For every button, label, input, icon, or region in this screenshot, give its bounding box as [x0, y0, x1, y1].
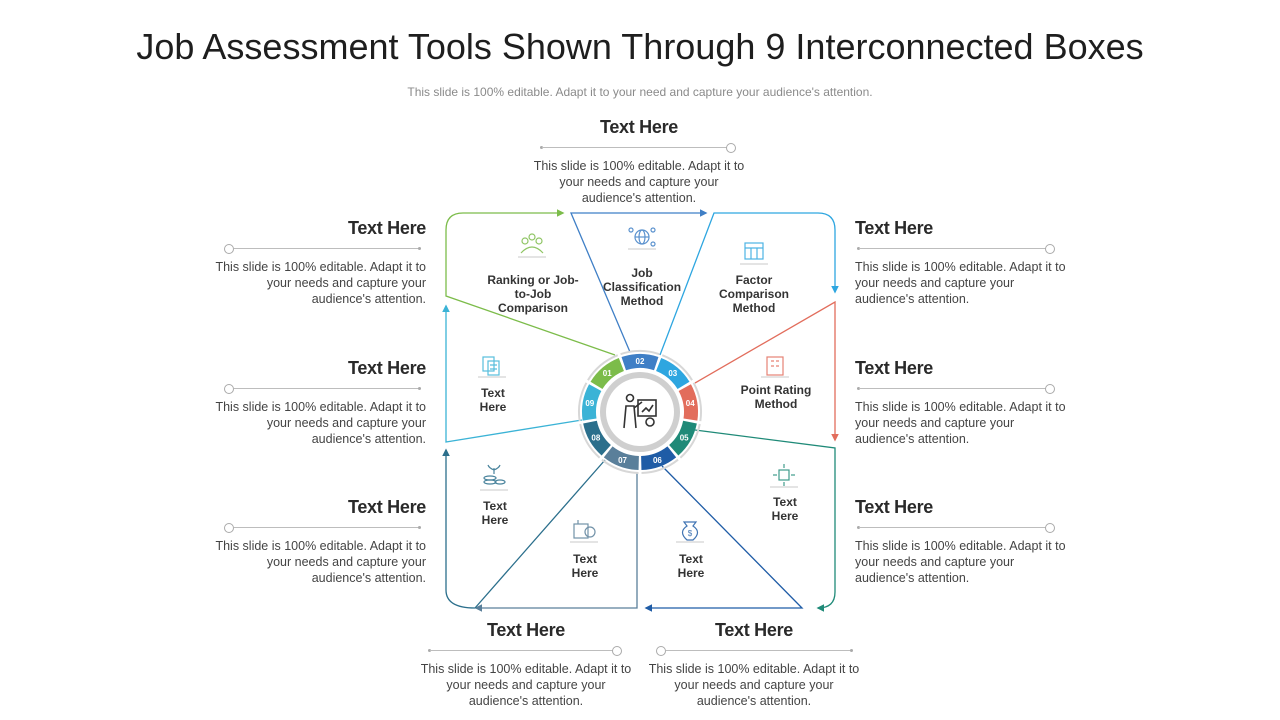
callout-right-3: Text Here This slide is 100% editable. A…: [855, 497, 1073, 586]
callout-heading: Text Here: [347, 218, 426, 238]
ring-outline-06: [641, 458, 679, 474]
segment-number-06: 06: [653, 456, 662, 465]
callout-heading: Text Here: [347, 358, 426, 378]
callout-description: This slide is 100% editable. Adapt it to…: [855, 260, 1066, 306]
callout-description: This slide is 100% editable. Adapt it to…: [855, 400, 1066, 446]
connector-04: [694, 300, 839, 442]
globe-network-icon: [628, 227, 656, 250]
callout-description: This slide is 100% editable. Adapt it to…: [533, 159, 745, 205]
ring-outline-05: [679, 423, 701, 459]
connector-09: [442, 304, 583, 443]
callout-description: This slide is 100% editable. Adapt it to…: [215, 260, 426, 306]
ring-segment-01: [590, 358, 624, 390]
callout-heading: Text Here: [486, 620, 565, 640]
segment-label-01: Ranking or Job-to-Job Comparison: [487, 273, 579, 315]
segment-number-08: 08: [591, 434, 600, 443]
callout-divider: [416, 646, 636, 656]
segment-number-07: 07: [618, 456, 627, 465]
coins-plant-icon: [480, 464, 508, 491]
ring-outline-03: [661, 354, 693, 381]
callout-divider: [208, 384, 426, 394]
callout-heading: Text Here: [714, 620, 793, 640]
building-icon: [761, 356, 789, 378]
callout-description: This slide is 100% editable. Adapt it to…: [420, 662, 632, 708]
callout-description: This slide is 100% editable. Adapt it to…: [215, 539, 426, 585]
connector-05: [694, 429, 836, 612]
money-case-icon: [570, 520, 598, 543]
segment-label-07: Text Here: [571, 552, 599, 580]
center-disk: [606, 378, 674, 446]
segment-number-02: 02: [636, 357, 645, 366]
segment-label-09: Text Here: [479, 386, 507, 414]
callout-divider: [855, 244, 1073, 254]
segment-label-06: Text Here: [677, 552, 705, 580]
callout-heading: Text Here: [855, 497, 934, 517]
ring-segment-09: [582, 384, 602, 421]
callout-heading: Text Here: [599, 117, 678, 137]
segment-label-08: Text Here: [481, 499, 509, 527]
people-network-icon: [518, 233, 546, 258]
segment-label-04: Point Rating Method: [740, 383, 812, 411]
documents-icon: [478, 356, 506, 378]
callout-bottom-right: Text Here This slide is 100% editable. A…: [644, 620, 864, 709]
slide-subtitle: This slide is 100% editable. Adapt it to…: [407, 85, 873, 99]
presenter-chart-icon: [623, 393, 657, 429]
callout-right-1: Text Here This slide is 100% editable. A…: [855, 218, 1073, 307]
segment-label-05: Text Here: [771, 495, 799, 523]
callout-description: This slide is 100% editable. Adapt it to…: [855, 539, 1066, 585]
callout-left-2: Text Here This slide is 100% editable. A…: [208, 358, 426, 447]
money-bag-icon: $: [676, 521, 704, 543]
ring-outline-08: [579, 423, 601, 459]
callout-heading: Text Here: [855, 358, 934, 378]
connector-01: [445, 209, 616, 356]
ring-segment-05: [669, 420, 697, 456]
ring-outline-09: [578, 382, 588, 422]
segment-number-05: 05: [680, 434, 689, 443]
slide-title: Job Assessment Tools Shown Through 9 Int…: [136, 26, 1144, 67]
ring-segment-04: [678, 384, 699, 421]
callout-divider: [208, 523, 426, 533]
svg-text:$: $: [688, 529, 693, 538]
ring-segment-07: [603, 446, 639, 470]
callout-right-2: Text Here This slide is 100% editable. A…: [855, 358, 1073, 447]
segment-label-02: Job Classification Method: [603, 266, 682, 308]
ring-segment-06: [641, 446, 677, 470]
callout-left-3: Text Here This slide is 100% editable. A…: [208, 497, 426, 586]
callout-description: This slide is 100% editable. Adapt it to…: [648, 662, 860, 708]
ring-outline-04: [692, 382, 702, 422]
connector-07: [474, 472, 638, 612]
connector-06: [644, 465, 804, 612]
segment-label-03: Factor Comparison Method: [718, 273, 789, 315]
segment-number-09: 09: [585, 399, 594, 408]
segment-number-04: 04: [686, 399, 695, 408]
ring-outline-07: [601, 458, 639, 474]
callout-heading: Text Here: [855, 218, 934, 238]
circuit-icon: [770, 464, 798, 488]
ring-outline-01: [587, 354, 619, 381]
ring-segment-08: [583, 420, 611, 456]
callout-divider: [855, 384, 1073, 394]
calendar-board-icon: [740, 242, 768, 265]
ring-segment-03: [656, 358, 690, 390]
connector-02: [570, 209, 708, 353]
segment-number-03: 03: [668, 369, 677, 378]
callout-divider: [855, 523, 1073, 533]
ring-segment-02: [621, 354, 659, 371]
callout-heading: Text Here: [347, 497, 426, 517]
segment-number-01: 01: [603, 369, 612, 378]
callout-divider: [208, 244, 426, 254]
callout-divider: [530, 143, 748, 153]
callout-bottom-left: Text Here This slide is 100% editable. A…: [416, 620, 636, 709]
connector-08: [442, 448, 606, 609]
callout-top: Text Here This slide is 100% editable. A…: [530, 117, 748, 206]
callout-divider: [644, 646, 864, 656]
callout-description: This slide is 100% editable. Adapt it to…: [215, 400, 426, 446]
ring-outline-02: [620, 349, 660, 356]
callout-left-1: Text Here This slide is 100% editable. A…: [208, 218, 426, 307]
connector-03: [659, 212, 839, 356]
